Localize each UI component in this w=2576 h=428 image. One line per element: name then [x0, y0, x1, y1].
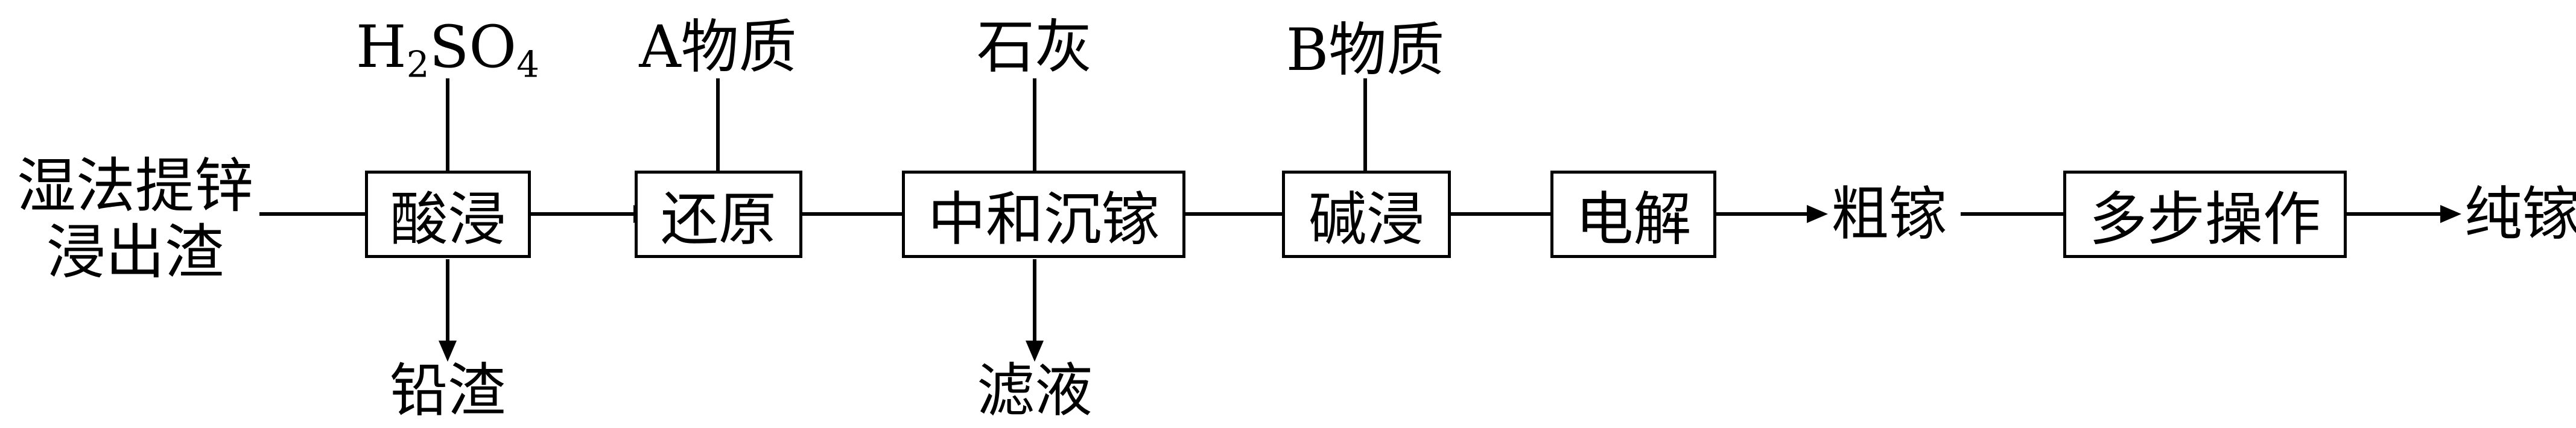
step-acid-leach-label: 酸浸 — [390, 186, 506, 253]
input-line-2: 浸出渣 — [46, 218, 224, 287]
step-reduction: 还原 — [635, 171, 802, 258]
intermediate-crude-gallium: 粗镓 — [1831, 180, 1947, 248]
reagent-a: A物质 — [639, 13, 797, 81]
step-alkali-leach: 碱浸 — [1282, 171, 1451, 258]
input-material-label: 湿法提锌 浸出渣 — [17, 152, 254, 287]
step-electrolysis-label: 电解 — [1575, 186, 1692, 253]
input-line-1: 湿法提锌 — [17, 152, 254, 221]
product-pure-gallium: 纯镓 — [2464, 180, 2576, 248]
reagent-b: B物质 — [1286, 16, 1445, 84]
step-reduction-label: 还原 — [661, 186, 776, 253]
output-filtrate: 滤液 — [977, 357, 1093, 424]
step-electrolysis: 电解 — [1550, 171, 1716, 258]
output-lead-residue: 铅渣 — [390, 357, 506, 424]
reagent-lime: 石灰 — [977, 13, 1093, 81]
step-multistep: 多步操作 — [2063, 171, 2347, 258]
reagent-sulfuric-acid: H2SO4 — [356, 13, 539, 86]
step-acid-leach: 酸浸 — [365, 171, 531, 258]
step-neutralize-precipitate: 中和沉镓 — [902, 171, 1185, 258]
step-alkali-leach-label: 碱浸 — [1309, 186, 1424, 253]
step-neutralize-label: 中和沉镓 — [928, 186, 1160, 253]
step-multistep-label: 多步操作 — [2089, 186, 2321, 253]
